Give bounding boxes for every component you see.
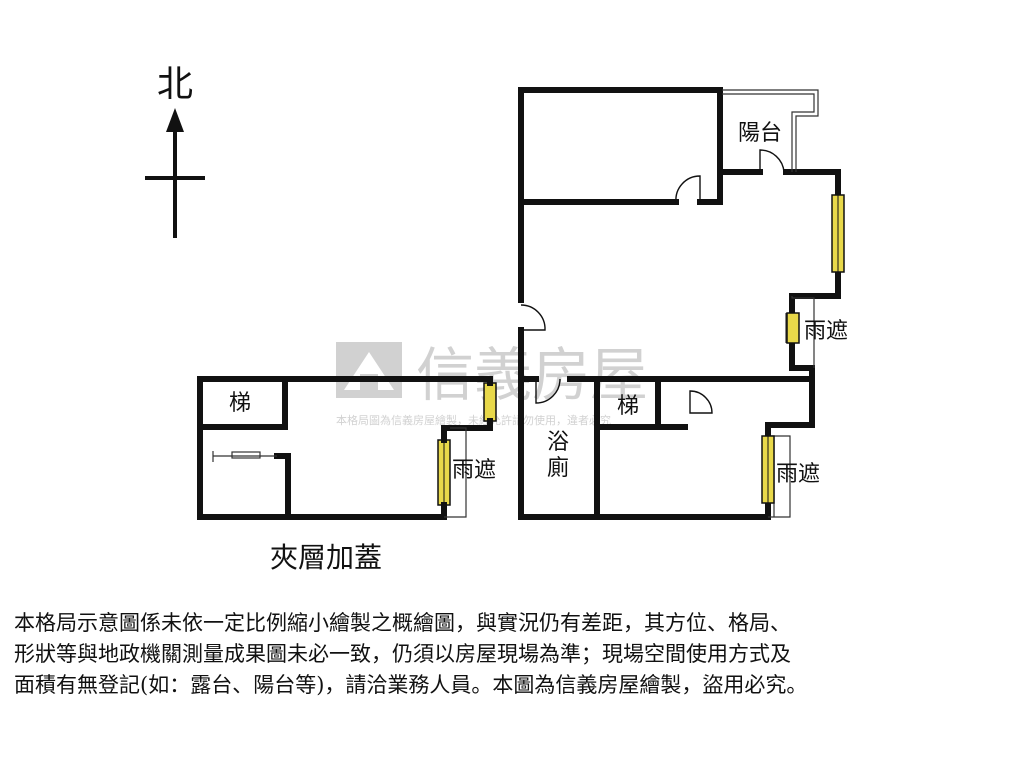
disclaimer-text: 本格局示意圖係未依一定比例縮小繪製之概繪圖，與實況仍有差距，其方位、格局、 形狀… — [14, 608, 1014, 701]
mezzanine-thin — [212, 427, 467, 518]
label-rain-shelter-lower: 雨遮 — [776, 462, 820, 487]
label-rain-shelter-left: 雨遮 — [452, 458, 496, 483]
label-rain-shelter-upper: 雨遮 — [804, 319, 848, 344]
label-bathroom-2: 廁 — [547, 456, 569, 481]
door-bathroom — [535, 378, 561, 404]
watermark-notice: 本格局圖為信義房屋繪製，未經允許請勿使用，違者必究 — [336, 413, 611, 427]
compass: 北 — [145, 64, 205, 238]
main-unit-walls — [518, 87, 841, 520]
label-mezzanine: 夾層加蓋 — [270, 541, 382, 574]
watermark: 信義房屋 本格局圖為信義房屋繪製，未經允許請勿使用，違者必究 — [336, 341, 648, 427]
disclaimer-line-2: 形狀等與地政機關測量成果圖未必一致，仍須以房屋現場為準；現場空間使用方式及 — [14, 642, 791, 666]
label-bathroom-1: 浴 — [547, 430, 569, 455]
doors-main — [520, 149, 785, 414]
disclaimer-line-3: 面積有無登記(如：露台、陽台等)，請洽業務人員。本圖為信義房屋繪製，盜用必究。 — [14, 673, 808, 697]
mezzanine-walls — [197, 376, 493, 520]
north-arrow-icon — [166, 108, 184, 132]
label-stairs-right: 梯 — [617, 394, 639, 419]
disclaimer-line-1: 本格局示意圖係未依一定比例縮小繪製之概繪圖，與實況仍有差距，其方位、格局、 — [14, 611, 791, 635]
watermark-brand: 信義房屋 — [416, 341, 648, 409]
door-entrance — [520, 304, 546, 331]
watermark-logo — [336, 342, 402, 398]
label-stairs-left: 梯 — [229, 391, 251, 416]
door-bedroom — [675, 175, 701, 203]
north-label: 北 — [157, 64, 193, 105]
door-balcony — [759, 149, 785, 173]
label-balcony: 陽台 — [738, 121, 782, 146]
windows — [437, 194, 845, 506]
door-stairs — [689, 390, 713, 414]
